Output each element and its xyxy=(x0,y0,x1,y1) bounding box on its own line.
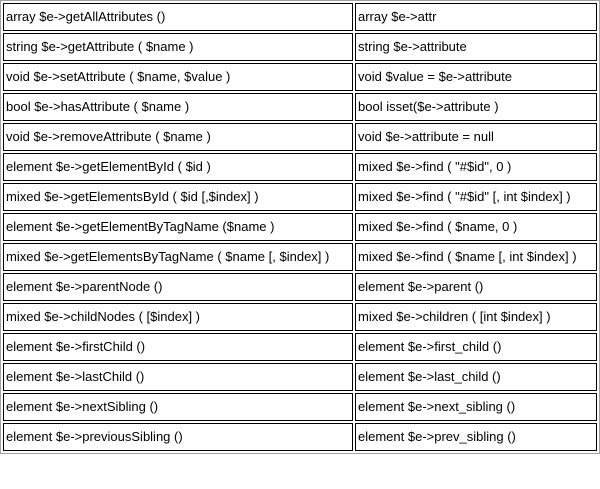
dom-method-cell: element $e->nextSibling () xyxy=(3,393,353,421)
dom-method-cell: element $e->getElementByTagName ($name ) xyxy=(3,213,353,241)
table-row: mixed $e->getElementsByTagName ( $name [… xyxy=(3,243,597,271)
table-row: string $e->getAttribute ( $name ) string… xyxy=(3,33,597,61)
simple-method-cell: element $e->last_child () xyxy=(355,363,597,391)
table-row: element $e->previousSibling () element $… xyxy=(3,423,597,451)
simple-method-cell: mixed $e->find ( "#$id" [, int $index] ) xyxy=(355,183,597,211)
dom-method-cell: mixed $e->getElementsById ( $id [,$index… xyxy=(3,183,353,211)
dom-method-cell: mixed $e->getElementsByTagName ( $name [… xyxy=(3,243,353,271)
simple-method-cell: element $e->parent () xyxy=(355,273,597,301)
dom-method-cell: string $e->getAttribute ( $name ) xyxy=(3,33,353,61)
dom-method-cell: void $e->removeAttribute ( $name ) xyxy=(3,123,353,151)
dom-method-cell: mixed $e->childNodes ( [$index] ) xyxy=(3,303,353,331)
table-row: element $e->lastChild () element $e->las… xyxy=(3,363,597,391)
simple-method-cell: mixed $e->find ( $name, 0 ) xyxy=(355,213,597,241)
table-row: array $e->getAllAttributes () array $e->… xyxy=(3,3,597,31)
dom-method-cell: element $e->previousSibling () xyxy=(3,423,353,451)
table-row: mixed $e->childNodes ( [$index] ) mixed … xyxy=(3,303,597,331)
table-row: element $e->getElementById ( $id ) mixed… xyxy=(3,153,597,181)
simple-method-cell: void $value = $e->attribute xyxy=(355,63,597,91)
simple-method-cell: element $e->prev_sibling () xyxy=(355,423,597,451)
table-row: element $e->firstChild () element $e->fi… xyxy=(3,333,597,361)
table-row: element $e->getElementByTagName ($name )… xyxy=(3,213,597,241)
simple-method-cell: bool isset($e->attribute ) xyxy=(355,93,597,121)
dom-method-cell: array $e->getAllAttributes () xyxy=(3,3,353,31)
simple-method-cell: string $e->attribute xyxy=(355,33,597,61)
simple-method-cell: void $e->attribute = null xyxy=(355,123,597,151)
simple-method-cell: array $e->attr xyxy=(355,3,597,31)
dom-method-cell: element $e->firstChild () xyxy=(3,333,353,361)
table-row: void $e->removeAttribute ( $name ) void … xyxy=(3,123,597,151)
dom-method-cell: element $e->parentNode () xyxy=(3,273,353,301)
dom-method-cell: void $e->setAttribute ( $name, $value ) xyxy=(3,63,353,91)
table-row: mixed $e->getElementsById ( $id [,$index… xyxy=(3,183,597,211)
dom-method-cell: element $e->getElementById ( $id ) xyxy=(3,153,353,181)
dom-method-cell: element $e->lastChild () xyxy=(3,363,353,391)
simple-method-cell: mixed $e->find ( $name [, int $index] ) xyxy=(355,243,597,271)
table-row: element $e->parentNode () element $e->pa… xyxy=(3,273,597,301)
api-table-body: array $e->getAllAttributes () array $e->… xyxy=(3,3,597,451)
simple-method-cell: element $e->next_sibling () xyxy=(355,393,597,421)
table-row: element $e->nextSibling () element $e->n… xyxy=(3,393,597,421)
api-comparison-table: array $e->getAllAttributes () array $e->… xyxy=(0,0,600,454)
table-row: void $e->setAttribute ( $name, $value ) … xyxy=(3,63,597,91)
simple-method-cell: mixed $e->find ( "#$id", 0 ) xyxy=(355,153,597,181)
dom-method-cell: bool $e->hasAttribute ( $name ) xyxy=(3,93,353,121)
table-row: bool $e->hasAttribute ( $name ) bool iss… xyxy=(3,93,597,121)
simple-method-cell: mixed $e->children ( [int $index] ) xyxy=(355,303,597,331)
simple-method-cell: element $e->first_child () xyxy=(355,333,597,361)
